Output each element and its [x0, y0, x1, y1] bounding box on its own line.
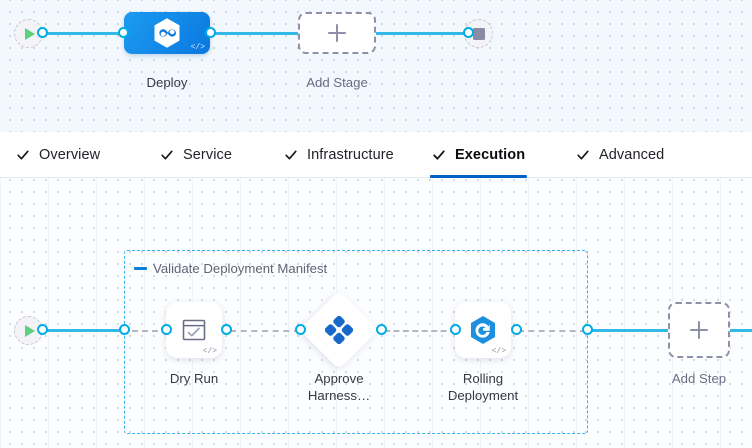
step-label-dry-run: Dry Run: [169, 371, 219, 386]
step-label-approve-harness: Approve Harness…: [307, 371, 371, 403]
rolling-port-in[interactable]: [450, 324, 461, 335]
exec-connector-addstep-out: [730, 329, 752, 332]
exec-connector-dryrun-approve: [230, 330, 300, 332]
plus-icon: [690, 321, 708, 339]
check-icon: [285, 150, 297, 160]
exec-connector-rolling-groupend: [518, 330, 586, 332]
add-stage-button[interactable]: [298, 12, 376, 54]
stage-connector-deploy-add: [210, 32, 302, 35]
play-icon: [25, 27, 35, 40]
dry-run-code-badge[interactable]: </>: [202, 347, 217, 356]
rolling-code-badge[interactable]: </>: [491, 347, 506, 356]
tab-service[interactable]: Service: [154, 132, 238, 178]
stage-canvas[interactable]: </> Deploy Add Stage: [0, 0, 752, 132]
tab-infrastructure[interactable]: Infrastructure: [278, 132, 400, 178]
step-group-header[interactable]: Validate Deployment Manifest: [134, 261, 327, 276]
tab-advanced[interactable]: Advanced: [570, 132, 670, 178]
tab-advanced-label: Advanced: [599, 147, 665, 163]
plus-icon: [328, 24, 346, 42]
tab-execution-label: Execution: [455, 147, 526, 163]
step-group-validate-deployment-manifest[interactable]: [124, 250, 588, 434]
exec-connector-group-addstep: [590, 329, 668, 332]
add-step-label: Add Step: [671, 371, 727, 386]
add-step-button[interactable]: [668, 302, 730, 358]
exec-connector-approve-rolling: [384, 330, 456, 332]
rolling-port-out[interactable]: [511, 324, 522, 335]
check-icon: [577, 150, 589, 160]
approve-port-in[interactable]: [295, 324, 306, 335]
stage-start-port[interactable]: [37, 27, 48, 38]
play-icon: [25, 324, 35, 337]
dry-run-port-out[interactable]: [221, 324, 232, 335]
tab-overview-label: Overview: [39, 147, 101, 163]
harness-approval-diamond-icon: [325, 316, 353, 344]
dry-run-port-in[interactable]: [161, 324, 172, 335]
stage-end-port[interactable]: [463, 27, 474, 38]
step-node-dry-run[interactable]: </>: [166, 302, 222, 358]
stage-deploy-port-in[interactable]: [118, 27, 129, 38]
exec-group-port-in[interactable]: [119, 324, 130, 335]
approve-icon-wrap: [325, 316, 353, 344]
tab-execution[interactable]: Execution: [426, 132, 531, 178]
exec-connector-start-group: [40, 329, 125, 332]
check-icon: [17, 150, 29, 160]
step-node-rolling-deployment[interactable]: </>: [455, 302, 511, 358]
step-group-label: Validate Deployment Manifest: [153, 261, 328, 276]
stage-node-deploy[interactable]: </>: [124, 12, 210, 54]
exec-group-port-out[interactable]: [582, 324, 593, 335]
stage-start-node[interactable]: [14, 19, 43, 48]
check-icon: [161, 150, 173, 160]
stage-label-deploy: Deploy: [146, 75, 188, 90]
step-label-rolling-deployment: Rolling Deployment: [447, 371, 519, 403]
tab-overview[interactable]: Overview: [10, 132, 106, 178]
exec-start-port[interactable]: [37, 324, 48, 335]
approve-port-out[interactable]: [376, 324, 387, 335]
harness-infinity-icon: [154, 18, 180, 48]
stage-config-tabs: Overview Service Infrastructure Executio…: [0, 132, 752, 178]
checklist-box-icon: [182, 319, 206, 341]
stage-connector-start-deploy: [40, 32, 162, 35]
check-icon: [433, 150, 445, 160]
minus-icon[interactable]: [134, 267, 147, 270]
tab-infrastructure-label: Infrastructure: [307, 147, 394, 163]
stage-connector-add-end: [374, 32, 469, 35]
stage-code-badge[interactable]: </>: [190, 43, 205, 52]
rolling-deployment-icon: [471, 316, 495, 344]
stop-icon: [472, 27, 485, 40]
execution-canvas[interactable]: Validate Deployment Manifest </> Dry Run: [0, 178, 752, 448]
stage-deploy-port-out[interactable]: [205, 27, 216, 38]
exec-connector-group-dryrun: [132, 330, 168, 332]
add-stage-label: Add Stage: [306, 75, 368, 90]
tab-service-label: Service: [183, 147, 233, 163]
